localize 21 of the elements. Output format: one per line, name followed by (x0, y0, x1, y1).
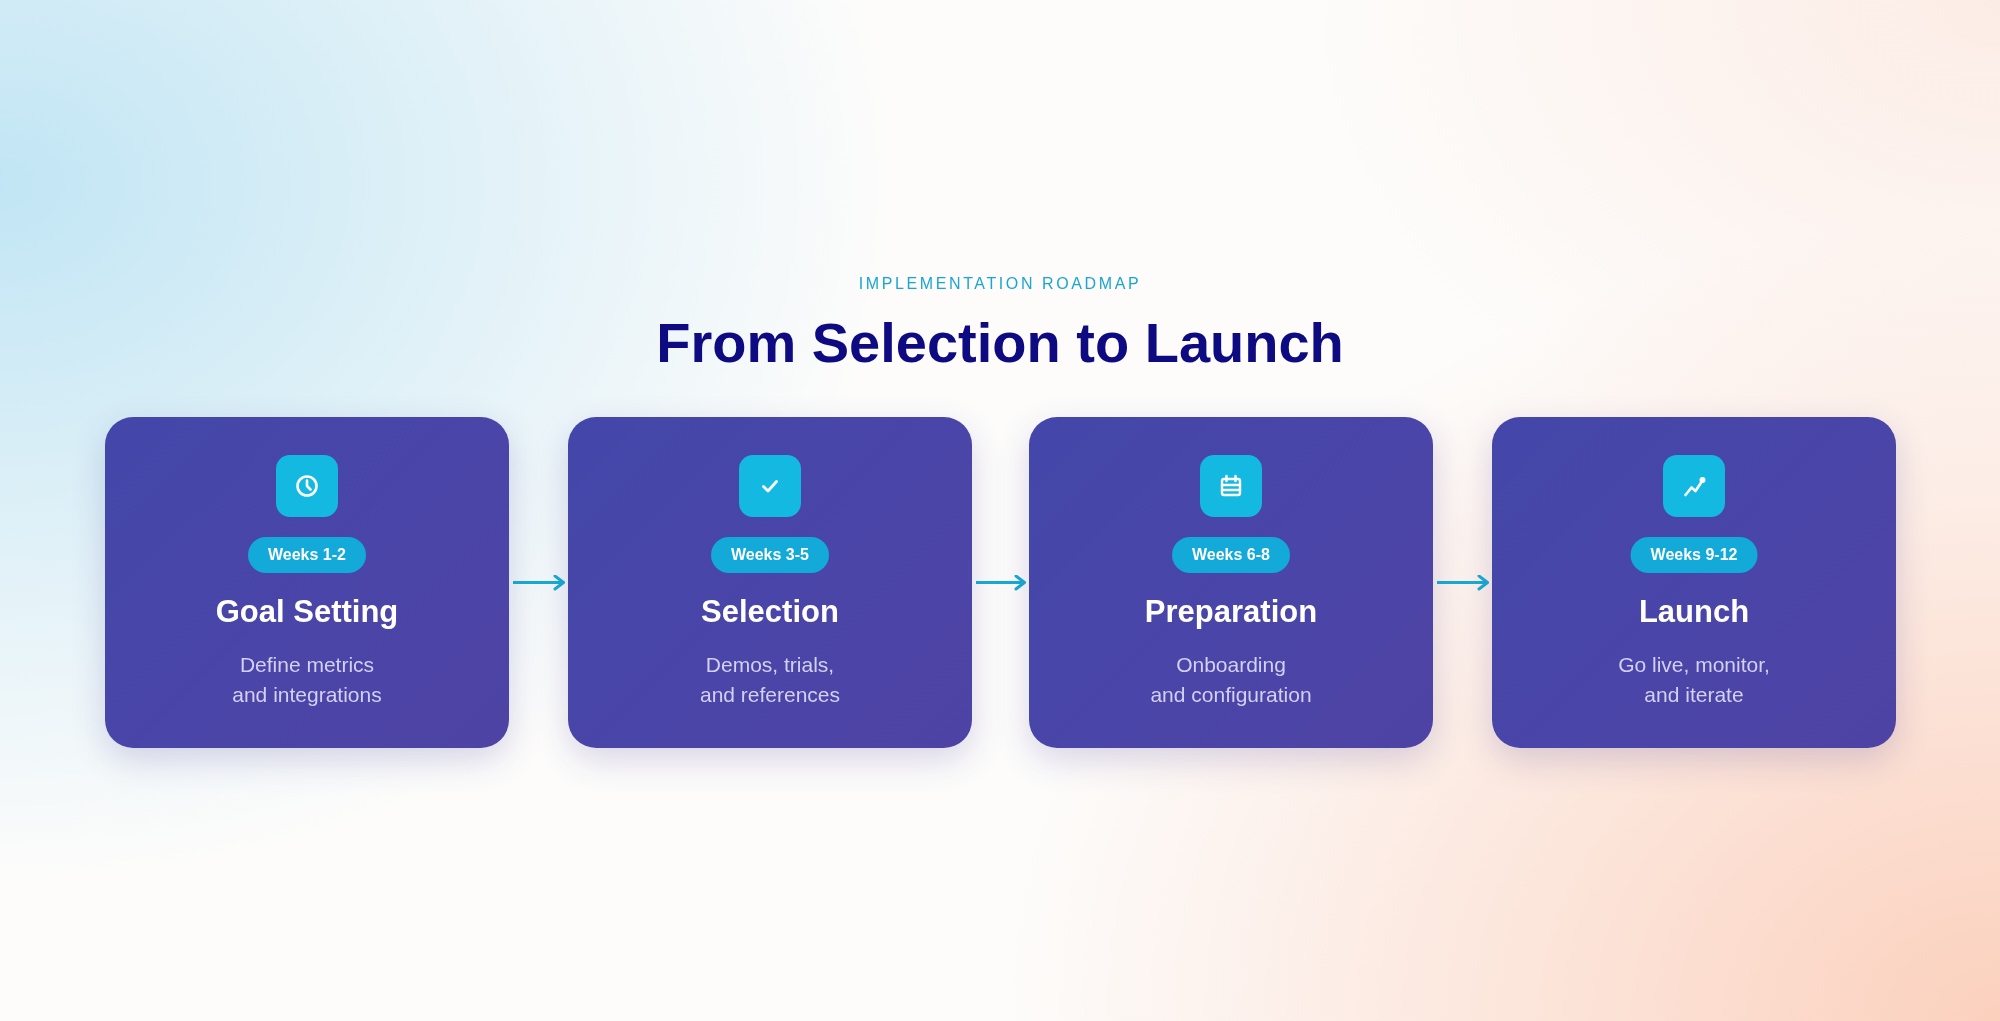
arrow (976, 574, 1026, 591)
step-description: Define metrics and integrations (232, 652, 382, 708)
step-card (1492, 417, 1896, 748)
arrow (513, 574, 565, 591)
step-title: Selection (701, 594, 839, 629)
step-description: Demos, trials, and references (699, 652, 841, 708)
arrow (1437, 574, 1489, 591)
step-card (1029, 417, 1433, 748)
duration-badge: Weeks 1-2 (248, 537, 366, 573)
step-title: Launch (1638, 594, 1750, 629)
eyebrow-label: IMPLEMENTATION ROADMAP (858, 275, 1142, 292)
step-description: Go live, monitor, and iterate (1618, 652, 1770, 708)
duration-badge: Weeks 3-5 (711, 537, 829, 573)
step-title: Goal Setting (215, 594, 399, 629)
step-description: Onboarding and configuration (1150, 652, 1312, 708)
duration-badge: Weeks 9-12 (1630, 537, 1758, 573)
page-title: From Selection to Launch (656, 311, 1344, 374)
step-card (105, 417, 509, 748)
duration-badge: Weeks 6-8 (1172, 537, 1290, 573)
step-card (568, 417, 972, 748)
step-title: Preparation (1144, 594, 1318, 629)
